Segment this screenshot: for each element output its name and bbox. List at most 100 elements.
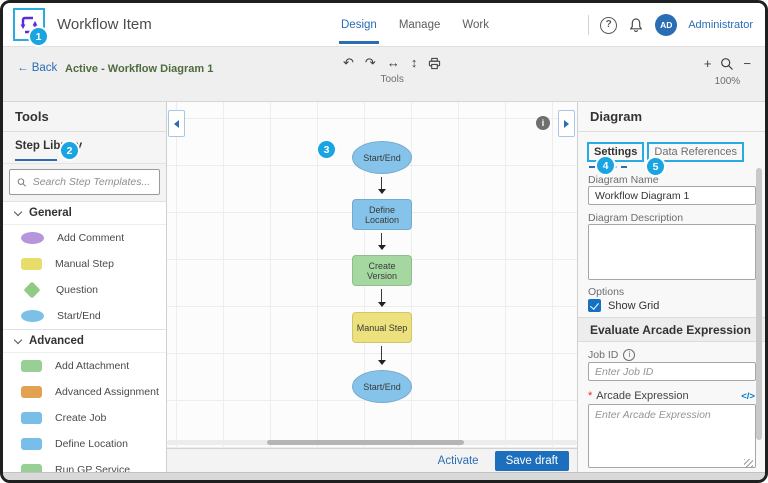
panel-vertical-scrollbar[interactable] <box>756 168 762 440</box>
step-template-advanced-assignment[interactable]: Advanced Assignment <box>3 379 166 405</box>
align-horizontal-icon[interactable]: ↔ <box>386 55 400 70</box>
back-button[interactable]: ← Back <box>17 62 58 74</box>
diagram-description-input[interactable] <box>588 224 756 280</box>
tools-caption: Tools <box>380 74 404 85</box>
breadcrumb: Active - Workflow Diagram 1 <box>65 63 214 75</box>
node-manual-step[interactable]: Manual Step <box>352 312 412 343</box>
step-template-start-end[interactable]: Start/End <box>3 303 166 329</box>
user-name[interactable]: Administrator <box>688 19 753 31</box>
tools-panel: Tools Step Library General <box>3 102 167 472</box>
job-id-label: Job ID <box>588 349 619 361</box>
diagram-panel-title: Diagram <box>578 102 765 132</box>
undo-icon[interactable]: ↶ <box>343 55 354 70</box>
step-template-manual-step[interactable]: Manual Step <box>3 251 166 277</box>
ellipse-shape-icon <box>21 232 44 244</box>
textarea-resize-handle[interactable] <box>744 459 753 468</box>
diagram-name-label: Diagram Name <box>588 174 659 186</box>
callout-badge-3: 3 <box>318 141 335 158</box>
align-vertical-icon[interactable]: ↕ <box>410 55 418 70</box>
search-step-templates-input[interactable] <box>32 176 152 188</box>
options-label: Options <box>588 286 625 298</box>
active-tab-underline <box>339 41 379 44</box>
rect-shape-icon <box>21 438 42 450</box>
avatar[interactable]: AD <box>655 14 678 36</box>
info-icon[interactable]: i <box>623 349 636 361</box>
tab-work[interactable]: Work <box>462 19 489 31</box>
ellipse-shape-icon <box>21 310 44 322</box>
rect-shape-icon <box>21 360 42 372</box>
zoom-out-button[interactable]: − <box>743 56 751 71</box>
connector-arrow <box>377 346 386 365</box>
search-icon <box>17 177 27 187</box>
step-template-create-job[interactable]: Create Job <box>3 405 166 431</box>
step-template-add-attachment[interactable]: Add Attachment <box>3 353 166 379</box>
help-icon[interactable]: ? <box>600 16 618 34</box>
diagram-panel-tabs: Settings Data References <box>587 142 744 162</box>
tab-settings[interactable]: Settings <box>587 142 645 162</box>
arcade-section-header: Evaluate Arcade Expression <box>578 317 765 342</box>
zoom-group: + − 100% <box>704 56 751 87</box>
show-grid-label: Show Grid <box>608 299 660 312</box>
tab-step-library[interactable]: Step Library <box>3 132 166 164</box>
show-grid-checkbox[interactable] <box>588 299 601 312</box>
activate-button[interactable]: Activate <box>437 454 479 467</box>
tools-group: ↶ ↷ ↔ ↕ Tools <box>343 55 441 85</box>
zoom-in-button[interactable]: + <box>703 56 712 71</box>
back-arrow-icon: ← <box>17 62 29 74</box>
step-library-tab-underline <box>15 159 57 161</box>
tab-manage[interactable]: Manage <box>398 19 441 31</box>
diagram-toolbar: ← Back Active - Workflow Diagram 1 ↶ ↷ ↔… <box>3 47 765 102</box>
main-nav-tabs: Design Manage Work <box>339 3 489 47</box>
rect-shape-icon <box>21 258 42 270</box>
canvas-horizontal-scrollbar[interactable] <box>267 440 464 445</box>
info-icon[interactable]: i <box>536 116 550 130</box>
tab-data-references[interactable]: Data References <box>647 142 744 162</box>
required-marker: * <box>588 390 593 402</box>
collapse-left-panel-button[interactable] <box>168 110 185 137</box>
node-create-version[interactable]: Create Version <box>352 255 412 286</box>
node-define-location[interactable]: Define Location <box>352 199 412 230</box>
diagram-name-input[interactable] <box>588 186 756 205</box>
tab-design[interactable]: Design <box>339 3 379 47</box>
canvas-footer: Activate Save draft <box>167 448 577 472</box>
job-id-input[interactable] <box>588 362 756 381</box>
notifications-bell-icon[interactable] <box>628 17 644 34</box>
arcade-expression-row: * Arcade Expression </> <box>588 390 755 402</box>
workflow-manager-logo[interactable] <box>13 8 45 41</box>
node-start-end-top[interactable]: Start/End <box>352 141 412 174</box>
node-start-end-bottom[interactable]: Start/End <box>352 370 412 403</box>
canvas-column: i Start/End Define Location Create Versi… <box>167 102 577 472</box>
diamond-shape-icon <box>23 281 41 299</box>
step-template-add-comment[interactable]: Add Comment <box>3 225 166 251</box>
chevron-down-icon <box>13 335 23 344</box>
job-id-row: Job ID i <box>588 349 636 361</box>
rect-shape-icon <box>21 464 42 472</box>
diagram-canvas[interactable]: i Start/End Define Location Create Versi… <box>167 102 577 448</box>
app-header: Workflow Item Design Manage Work ? AD Ad… <box>3 3 765 47</box>
arcade-expression-input[interactable] <box>588 404 756 468</box>
step-template-define-location[interactable]: Define Location <box>3 431 166 457</box>
page-title: Workflow Item <box>57 16 152 33</box>
callout-badge-2: 2 <box>61 142 78 159</box>
rect-shape-icon <box>21 412 42 424</box>
callout-badge-5: 5 <box>647 158 664 175</box>
code-editor-icon[interactable]: </> <box>741 390 755 402</box>
main-area: Tools Step Library General <box>3 102 765 472</box>
connector-arrow <box>377 233 386 250</box>
tools-panel-title: Tools <box>3 102 166 132</box>
section-general[interactable]: General <box>3 201 166 225</box>
arcade-expression-label: Arcade Expression <box>596 390 689 402</box>
step-template-run-gp-service[interactable]: Run GP Service <box>3 457 166 472</box>
magnifier-icon[interactable] <box>720 57 734 71</box>
print-icon[interactable] <box>428 57 441 70</box>
step-template-question[interactable]: Question <box>3 277 166 303</box>
collapse-right-panel-button[interactable] <box>558 110 575 137</box>
show-grid-option: Show Grid <box>588 299 659 312</box>
section-advanced[interactable]: Advanced <box>3 329 166 353</box>
window-bottom-strip <box>3 472 765 480</box>
save-draft-button[interactable]: Save draft <box>494 450 569 471</box>
header-divider <box>588 15 590 35</box>
chevron-down-icon <box>13 207 23 216</box>
callout-badge-1: 1 <box>30 28 47 45</box>
redo-icon[interactable]: ↷ <box>364 55 376 70</box>
